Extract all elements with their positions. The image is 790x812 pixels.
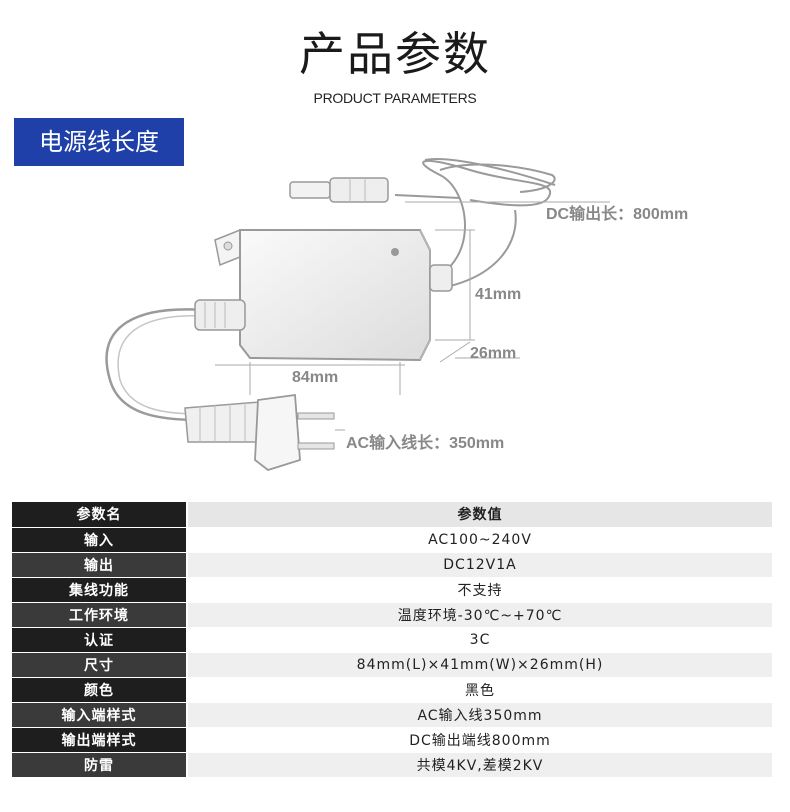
table-row: 防雷 共模4KV,差模2KV [12, 752, 772, 778]
table-key: 尺寸 [12, 652, 188, 678]
table-value: DC12V1A [187, 552, 772, 578]
table-value: 共模4KV,差模2KV [187, 752, 772, 778]
adapter-diagram: DC输出长：800mm 41mm 26mm 84mm AC输入线长：350mm [0, 130, 790, 490]
adapter-illustration [105, 158, 610, 471]
depth-label: 26mm [470, 345, 517, 362]
table-value: AC100~240V [187, 527, 772, 553]
dimension-lines [215, 201, 610, 431]
table-row: 输入端样式 AC输入线350mm [12, 702, 772, 728]
table-value: 3C [187, 627, 772, 653]
table-row: 颜色 黑色 [12, 677, 772, 703]
table-row: 集线功能 不支持 [12, 577, 772, 603]
table-key: 输出端样式 [12, 727, 188, 753]
table-row: 工作环境 温度环境-30℃~+70℃ [12, 602, 772, 628]
adapter-body [194, 228, 453, 362]
table-row: 尺寸 84mm(L)×41mm(W)×26mm(H) [12, 652, 772, 678]
table-key: 认证 [12, 627, 188, 653]
table-value: 不支持 [187, 577, 772, 603]
table-row: 输出 DC12V1A [12, 552, 772, 578]
dc-plug [289, 177, 389, 203]
table-row: 输入 AC100~240V [12, 527, 772, 553]
width-label: 84mm [292, 369, 339, 386]
page-subtitle: PRODUCT PARAMETERS [313, 90, 477, 106]
table-header-row: 参数名 参数值 [12, 502, 772, 528]
table-value: 温度环境-30℃~+70℃ [187, 602, 772, 628]
page-title: 产品参数 [299, 27, 491, 81]
table-row: 认证 3C [12, 627, 772, 653]
table-value: DC输出端线800mm [187, 727, 772, 753]
table-key: 颜色 [12, 677, 188, 703]
ac-length-label: AC输入线长：350mm [346, 435, 505, 452]
table-value: 黑色 [187, 677, 772, 703]
table-key: 防雷 [12, 752, 188, 778]
height-label: 41mm [475, 286, 522, 303]
table-row: 输出端样式 DC输出端线800mm [12, 727, 772, 753]
table-header-value: 参数值 [187, 502, 772, 528]
table-key: 输入 [12, 527, 188, 553]
table-value: 84mm(L)×41mm(W)×26mm(H) [187, 652, 772, 678]
ac-cable [105, 308, 206, 422]
dc-length-label: DC输出长：800mm [546, 206, 689, 223]
table-header-key: 参数名 [12, 502, 188, 528]
table-key: 集线功能 [12, 577, 188, 603]
spec-table: 参数名 参数值 输入 AC100~240V 输出 DC12V1A 集线功能 不支… [12, 502, 772, 778]
table-key: 工作环境 [12, 602, 188, 628]
section-tag-cable-length: 电源线长度 [14, 118, 184, 166]
ac-plug [184, 393, 335, 471]
table-value: AC输入线350mm [187, 702, 772, 728]
table-key: 输入端样式 [12, 702, 188, 728]
table-key: 输出 [12, 552, 188, 578]
